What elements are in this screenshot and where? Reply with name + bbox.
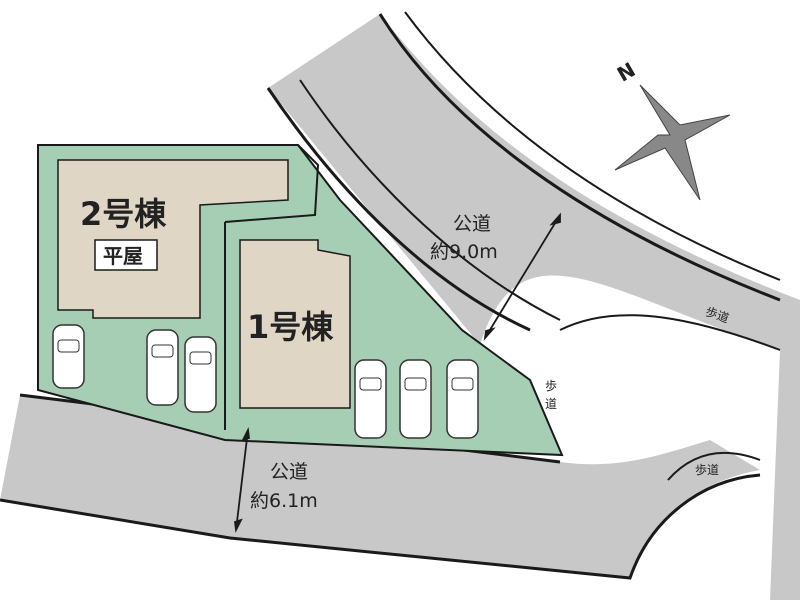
sidewalk-label-mid-1: 歩 xyxy=(545,378,557,393)
building1-footprint xyxy=(239,239,351,409)
north-road-dimension xyxy=(483,212,561,341)
sidewalk-label-se: 歩道 xyxy=(695,462,719,477)
south-road-bottom-edge xyxy=(0,473,761,580)
car-3 xyxy=(184,336,217,413)
parking-spaces xyxy=(52,324,479,439)
building2-type: 平屋 xyxy=(103,244,143,268)
car-3-windshield xyxy=(189,351,212,365)
north-road-curb-inner xyxy=(299,79,561,321)
east-road-curb xyxy=(559,314,781,351)
sidewalk-label-mid-2: 道 xyxy=(545,397,557,411)
north-road-edge-top-inner xyxy=(404,11,781,281)
south-road-dimension xyxy=(234,426,250,534)
car-4 xyxy=(354,359,387,439)
building2-footprint xyxy=(57,159,289,319)
building2-type-box xyxy=(94,239,158,271)
car-2-windshield xyxy=(151,344,174,358)
car-4-windshield xyxy=(359,377,382,391)
north-road-edge-top xyxy=(378,13,781,302)
car-1-windshield xyxy=(57,339,80,353)
north-road-width: 約9.0m xyxy=(430,241,498,263)
compass-north-label: N xyxy=(613,57,640,86)
building2-name: 2号棟 xyxy=(80,195,167,233)
car-2 xyxy=(146,329,179,406)
car-5 xyxy=(399,359,432,439)
car-6-windshield xyxy=(451,377,474,391)
south-east-curb xyxy=(667,452,761,481)
car-1 xyxy=(52,324,85,389)
lot-divider xyxy=(224,144,320,430)
car-5-windshield xyxy=(404,377,427,391)
south-road-label: 公道 xyxy=(270,461,308,483)
north-road-curb-outer xyxy=(266,87,531,332)
south-road-width: 約6.1m xyxy=(250,490,318,512)
compass-rose: N xyxy=(613,57,731,201)
building1-name: 1号棟 xyxy=(247,308,334,346)
compass-star-icon xyxy=(614,84,731,201)
north-road-label: 公道 xyxy=(453,213,491,235)
north-road xyxy=(268,14,800,600)
car-6 xyxy=(446,359,479,439)
south-road xyxy=(0,395,760,578)
